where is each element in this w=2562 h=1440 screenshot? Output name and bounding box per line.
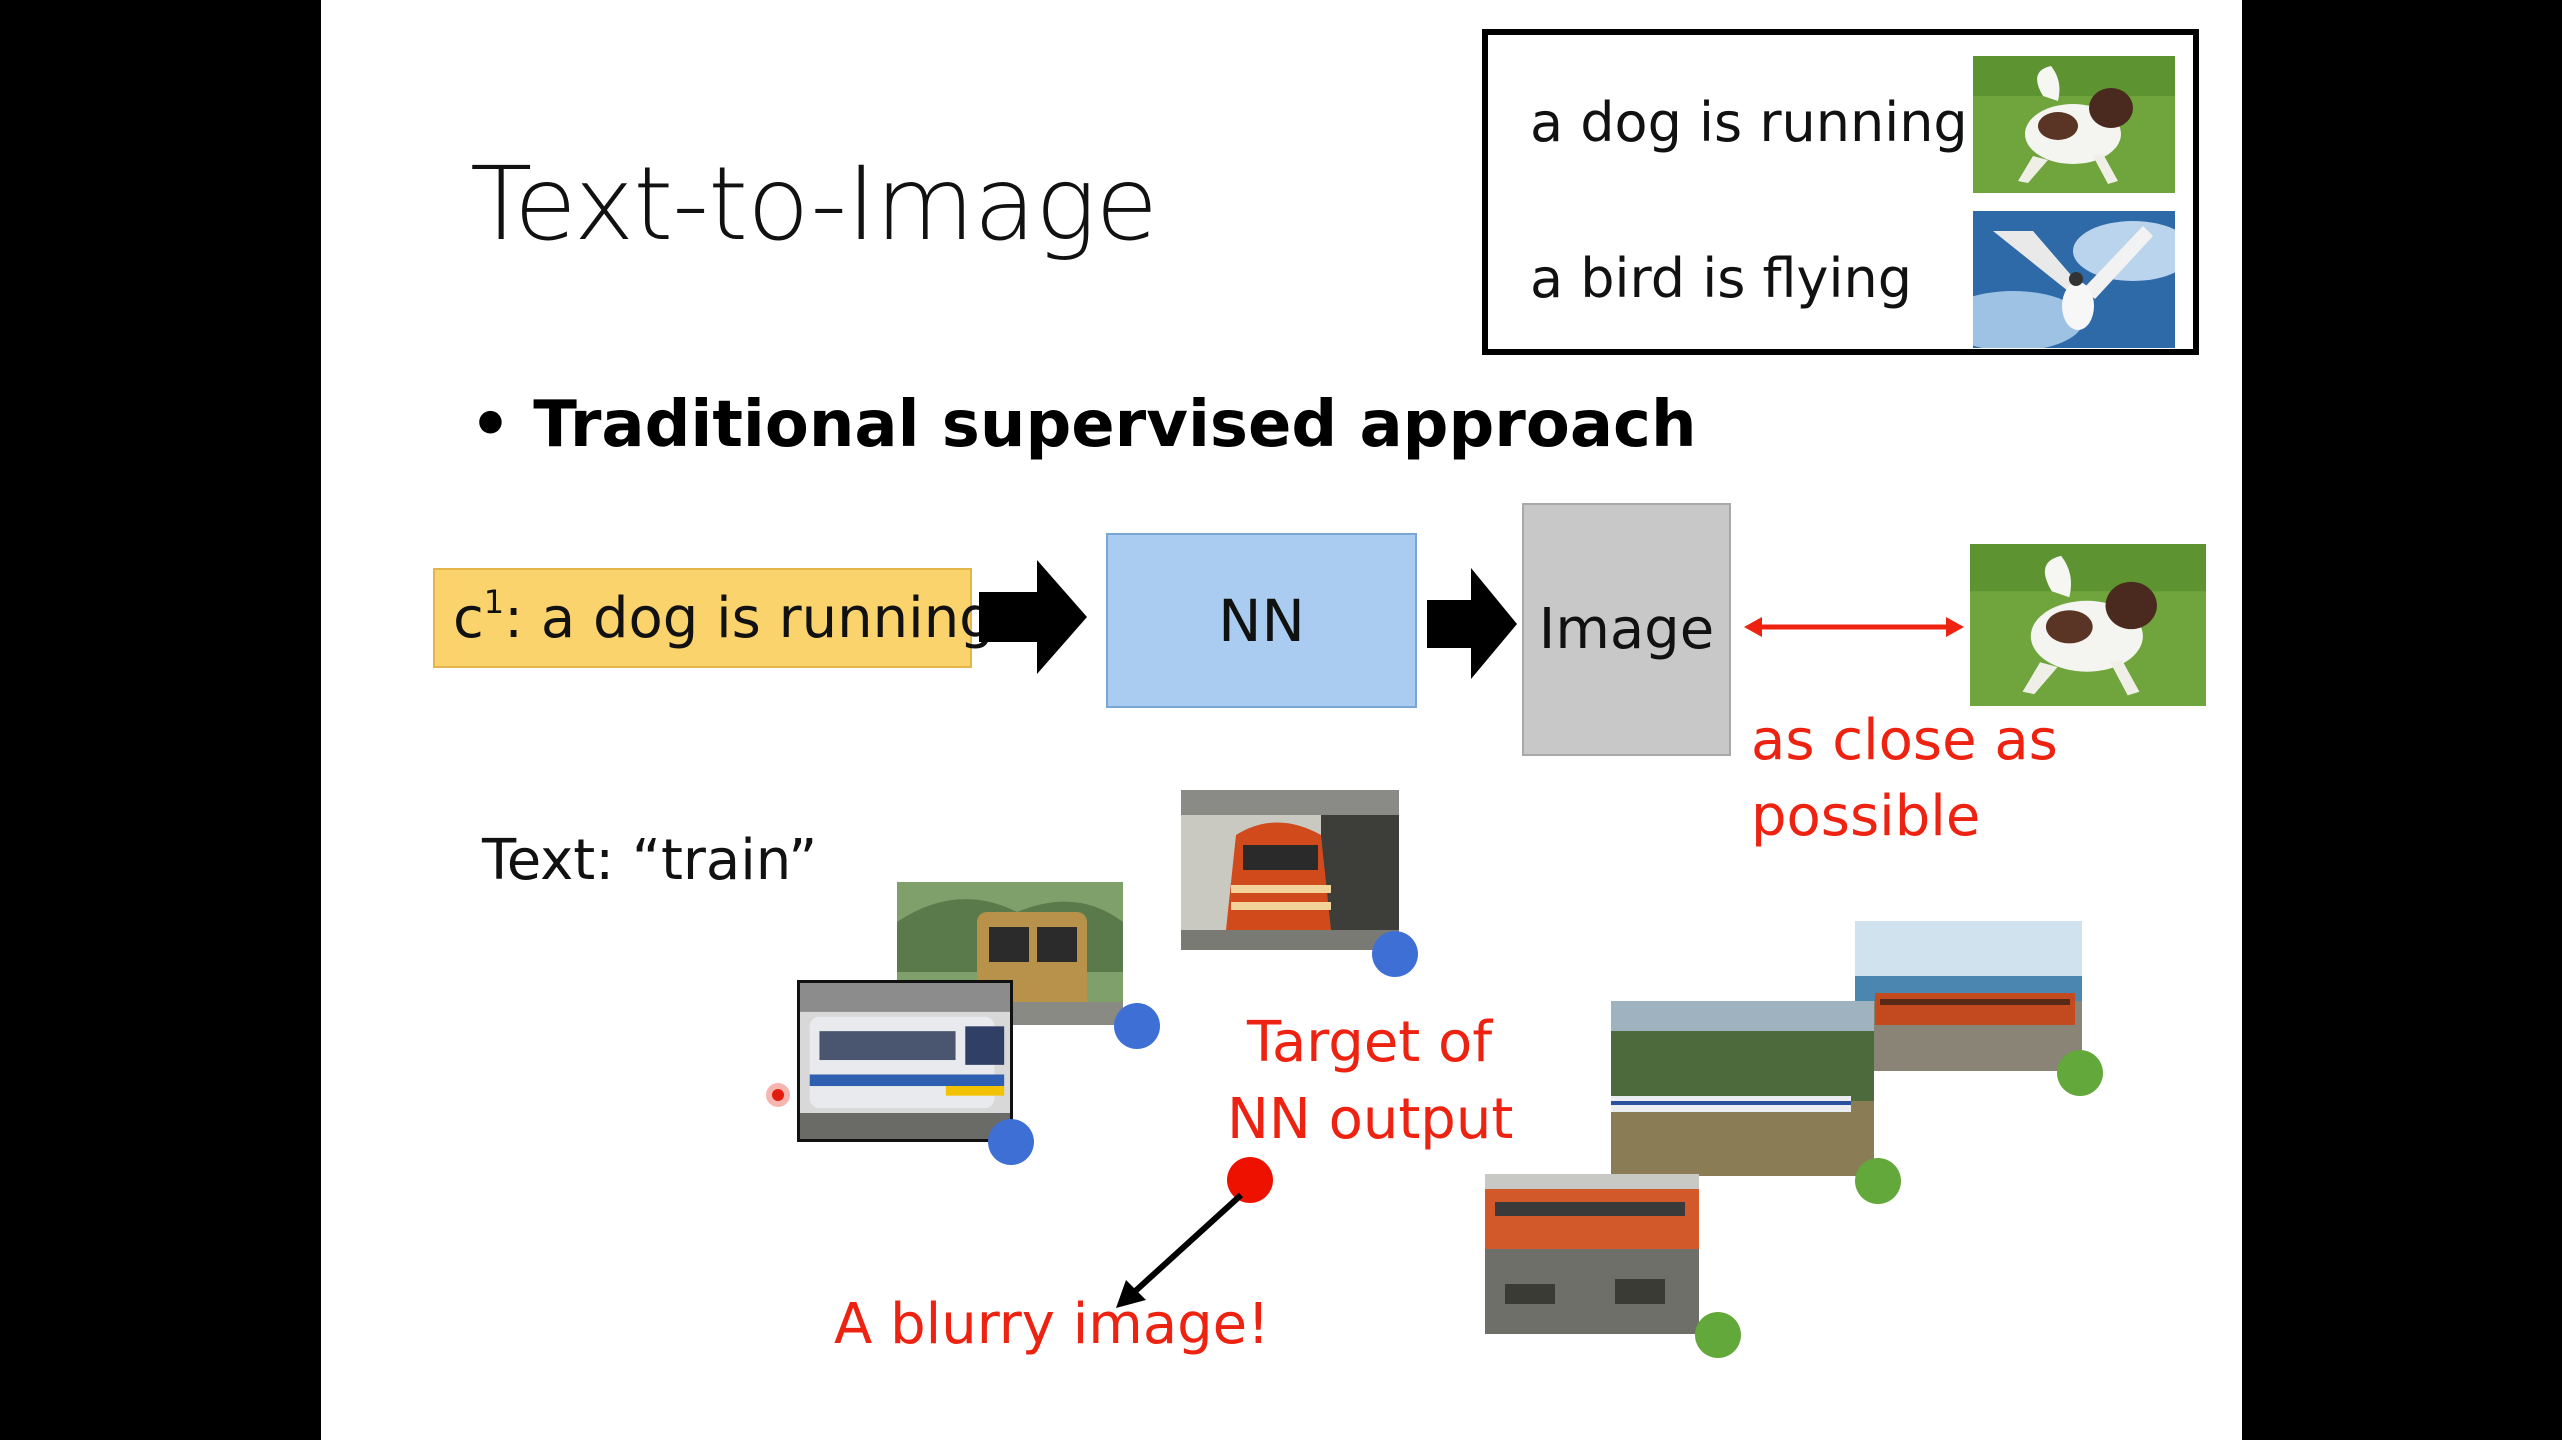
green-dot-1 bbox=[2057, 1050, 2103, 1096]
train-photo-5 bbox=[1611, 1001, 1874, 1176]
slide-title: Text-to-Image bbox=[470, 145, 1158, 264]
blue-dot-2 bbox=[988, 1119, 1034, 1165]
blurry-label: A blurry image! bbox=[834, 1292, 1270, 1357]
nn-box: NN bbox=[1106, 533, 1417, 708]
bullet-text: Traditional supervised approach bbox=[533, 388, 1697, 462]
slide: Text-to-Image a dog is running a bird is… bbox=[321, 0, 2242, 1440]
input-prefix: c bbox=[453, 585, 484, 651]
blue-dot-1 bbox=[1114, 1003, 1160, 1049]
generated-image-box: Image bbox=[1522, 503, 1731, 756]
example-legend-box: a dog is running a bird is flying bbox=[1482, 29, 2199, 355]
bird-photo bbox=[1973, 211, 2175, 348]
train-photo-3 bbox=[1181, 790, 1399, 950]
target-dog-photo bbox=[1970, 544, 2206, 706]
target-label-line1: Target of bbox=[1247, 1010, 1493, 1075]
train-photo-6 bbox=[1485, 1174, 1699, 1334]
double-arrow-icon bbox=[1744, 617, 1964, 637]
green-dot-3 bbox=[1695, 1312, 1741, 1358]
arrow-to-blurry-icon bbox=[1116, 1192, 1244, 1308]
bullet-marker: • bbox=[470, 388, 534, 462]
legend-text-dog: a dog is running bbox=[1530, 91, 1968, 154]
close-label-line2: possible bbox=[1751, 784, 1981, 849]
pointer-dot-icon bbox=[766, 1083, 790, 1107]
legend-text-bird: a bird is flying bbox=[1530, 247, 1913, 310]
train-photo-4 bbox=[1855, 921, 2082, 1071]
close-label-line1: as close as bbox=[1751, 708, 2058, 773]
red-dot bbox=[1227, 1157, 1273, 1203]
green-dot-2 bbox=[1855, 1158, 1901, 1204]
bullet-heading: • Traditional supervised approach bbox=[470, 388, 1697, 462]
input-superscript: 1 bbox=[483, 583, 505, 621]
arrow-right-icon-2 bbox=[1427, 568, 1517, 679]
dog-photo bbox=[1973, 56, 2175, 193]
arrow-right-icon bbox=[979, 560, 1087, 674]
target-label-line2: NN output bbox=[1227, 1087, 1514, 1152]
train-photo-2 bbox=[797, 980, 1013, 1142]
input-text: : a dog is running bbox=[504, 585, 995, 651]
text-train-label: Text: “train” bbox=[482, 828, 818, 893]
blue-dot-3 bbox=[1372, 931, 1418, 977]
